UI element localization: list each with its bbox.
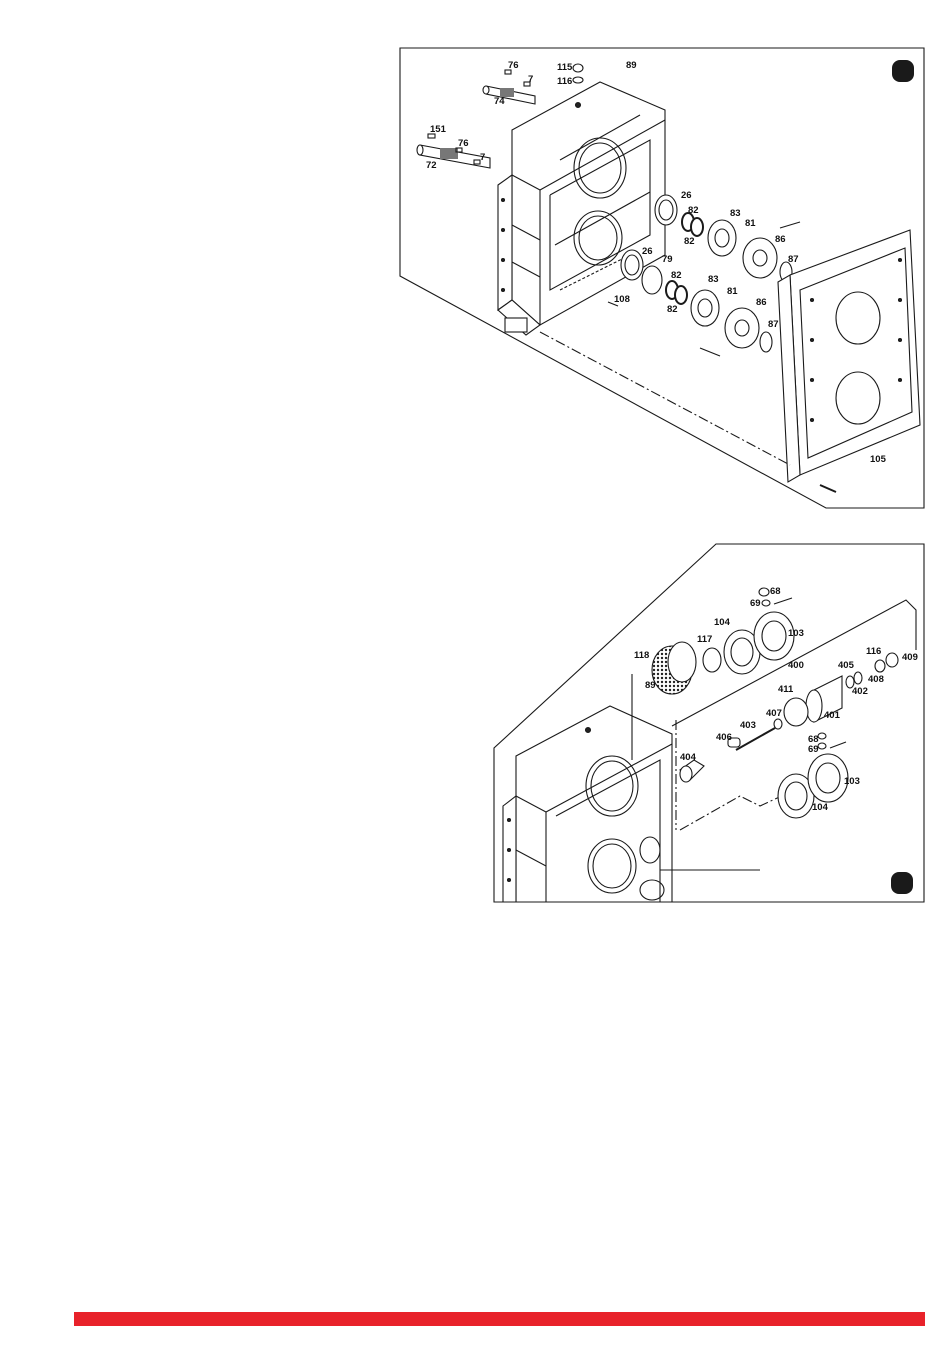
callout-402: 402 [852, 686, 868, 697]
exploded-view-top: 76 7 74 115 116 89 151 76 7 72 26 82 82 … [400, 48, 924, 508]
callout-411: 411 [778, 684, 794, 695]
nut-407 [774, 719, 782, 729]
view-badge-bottom [891, 872, 913, 894]
callout-83b: 83 [708, 274, 719, 285]
footer-bar [74, 1312, 925, 1326]
callout-69b: 69 [808, 744, 819, 755]
callout-83a: 83 [730, 208, 741, 219]
callout-82a: 82 [688, 205, 699, 216]
callout-403: 403 [740, 720, 756, 731]
callout-104b: 104 [812, 802, 829, 813]
callout-116b: 116 [866, 646, 881, 657]
callout-72: 72 [426, 160, 437, 171]
callout-108: 108 [614, 294, 630, 305]
callout-81b: 81 [727, 286, 738, 297]
callout-87b: 87 [768, 319, 779, 330]
callout-89b: 89 [645, 680, 656, 691]
callout-86a: 86 [775, 234, 786, 245]
callout-400: 400 [788, 660, 804, 671]
callout-82d: 82 [667, 304, 678, 315]
exploded-view-bottom: 68 69 104 117 103 118 89 400 116 409 405… [494, 544, 924, 902]
callout-401: 401 [824, 710, 841, 721]
callout-82c: 82 [671, 270, 682, 281]
callout-117: 117 [697, 634, 712, 645]
callout-105: 105 [870, 454, 887, 465]
callout-118: 118 [634, 650, 649, 661]
callout-79: 79 [662, 254, 673, 265]
flange-103-lower [808, 754, 848, 802]
callout-409: 409 [902, 652, 918, 663]
callout-76: 76 [508, 60, 519, 71]
callout-7: 7 [528, 74, 533, 85]
callout-87a: 87 [788, 254, 799, 265]
callout-407: 407 [766, 708, 782, 719]
callout-405: 405 [838, 660, 855, 671]
callout-103b: 103 [844, 776, 860, 787]
callout-408: 408 [868, 674, 884, 685]
callout-104a: 104 [714, 617, 731, 628]
callout-89: 89 [626, 60, 637, 71]
callout-7b: 7 [480, 152, 485, 163]
callout-86b: 86 [756, 297, 767, 308]
callout-406: 406 [716, 732, 732, 743]
callout-404: 404 [680, 752, 697, 763]
callout-26a: 26 [681, 190, 692, 201]
callout-68a: 68 [770, 586, 781, 597]
gasket-411 [784, 698, 808, 726]
callout-26b: 26 [642, 246, 653, 257]
callout-115: 115 [557, 62, 573, 73]
callout-81a: 81 [745, 218, 756, 229]
callout-151: 151 [430, 124, 447, 135]
callout-76b: 76 [458, 138, 469, 149]
callout-116: 116 [557, 76, 572, 87]
callout-74: 74 [494, 96, 505, 107]
view-badge-top [892, 60, 914, 82]
callout-82b: 82 [684, 236, 695, 247]
callout-69a: 69 [750, 598, 761, 609]
callout-103a: 103 [788, 628, 804, 639]
